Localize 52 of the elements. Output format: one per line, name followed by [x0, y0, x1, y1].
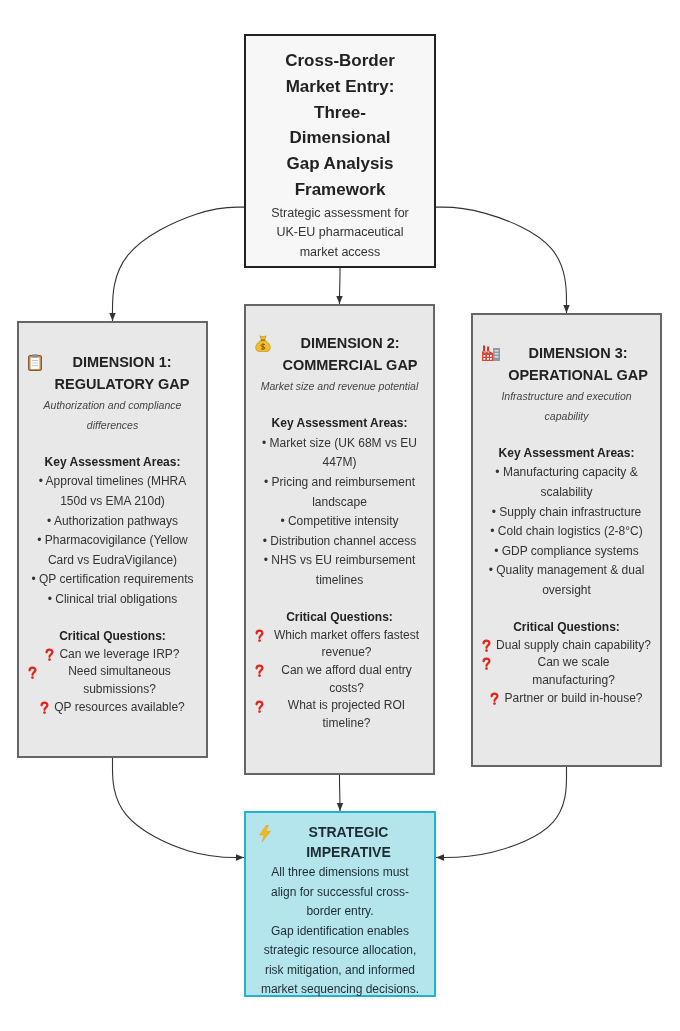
title-box [244, 34, 436, 268]
bullet-item: • Approval timelines (MHRA 150d vs EMA 210d) [38, 474, 187, 508]
arrow [109, 206, 245, 322]
body-text: Gap identification enables strategic resource allocation, risk mitigation, and informed market sequencing decisions. [260, 923, 420, 996]
arrow [336, 267, 343, 305]
description-text: Infrastructure and execution capability [501, 390, 632, 422]
section-heading: DIMENSION 3: OPERATIONAL GAP [507, 344, 649, 385]
bullet-item: • Distribution channel access [262, 533, 417, 548]
question-text: Can we afford dual entry costs? [280, 661, 413, 697]
bullet-item: • Manufacturing capacity & scalability [495, 465, 638, 499]
description-text: Market size and revenue potential [260, 380, 419, 392]
bullet-item: • QP certification requirements [31, 572, 194, 587]
subheading: Critical Questions: [513, 620, 620, 635]
bullet-item: • Quality management & dual oversight [488, 563, 645, 597]
bullet-item: • NHS vs EU reimbursement timelines [263, 553, 416, 587]
bullet-item: • Clinical trial obligations [47, 591, 178, 606]
question-text: Need simultaneous submissions? [67, 663, 172, 698]
arrow [336, 774, 344, 812]
subheading: Key Assessment Areas: [271, 416, 408, 431]
question-text: Can we leverage IRP? [59, 645, 180, 663]
arrow [111, 757, 245, 861]
section-heading: STRATEGIC IMPERATIVE [305, 823, 392, 862]
dimension-box [471, 313, 662, 767]
question-text: Which market offers fastest revenue? [272, 626, 421, 662]
arrow [435, 206, 570, 314]
subtitle-text: Strategic assessment for UK-EU pharmaceutical market access [271, 205, 409, 259]
question-text: Can we scale manufacturing? [531, 654, 616, 689]
bullet-item: • Pharmacovigilance (Yellow Card vs EudraVigilance) [37, 533, 188, 567]
question-text: Dual supply chain capability? [496, 636, 651, 654]
bullet-item: • Market size (UK 68M vs EU 447M) [262, 435, 417, 470]
title-text: Cross-Border Market Entry: Three-Dimensional Gap Analysis Framework [285, 51, 395, 199]
bullet-item: • Supply chain infrastructure [491, 504, 642, 519]
subheading: Critical Questions: [286, 610, 393, 625]
section-heading: DIMENSION 2: COMMERCIAL GAP [281, 334, 419, 375]
question-text: What is projected ROI timeline? [286, 697, 407, 732]
dimension-box [244, 304, 435, 775]
arrow [435, 766, 568, 861]
question-text: QP resources available? [54, 698, 185, 716]
subheading: Critical Questions: [59, 629, 166, 644]
description-text: Authorization and compliance differences [43, 399, 182, 431]
summary-box [244, 811, 436, 997]
body-text: All three dimensions must align for successful cross-border entry. [270, 865, 409, 918]
bullet-item: • Cold chain logistics (2-8°C) [490, 524, 643, 539]
subheading: Key Assessment Areas: [44, 454, 181, 469]
question-text: Partner or build in-house? [504, 689, 643, 707]
section-heading: DIMENSION 1: REGULATORY GAP [53, 353, 191, 394]
subheading: Key Assessment Areas: [498, 445, 635, 460]
bullet-item: • Competitive intensity [280, 514, 399, 529]
bullet-item: • Authorization pathways [47, 513, 178, 528]
bullet-item: • Pricing and reimbursement landscape [264, 474, 415, 509]
bullet-item: • GDP compliance systems [494, 543, 639, 558]
dimension-box [17, 321, 208, 758]
